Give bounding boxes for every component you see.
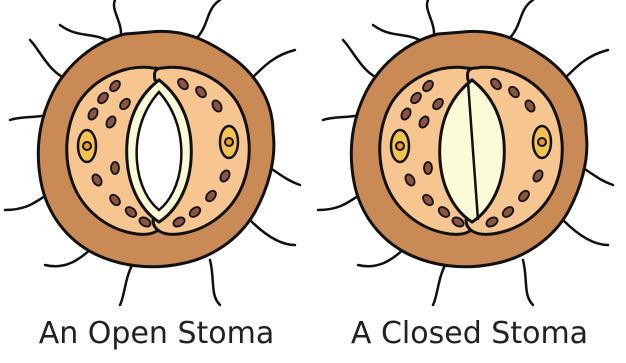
open-stoma (5, 0, 300, 305)
closed-nucleus-left (391, 130, 409, 162)
caption-open-stoma: An Open Stoma (0, 316, 313, 352)
closed-stoma (318, 0, 613, 305)
caption-closed-stoma: A Closed Stoma (313, 316, 626, 352)
closed-nucleus-right (533, 126, 551, 158)
open-nucleus-right (220, 126, 238, 158)
open-nucleus-left (78, 130, 96, 162)
